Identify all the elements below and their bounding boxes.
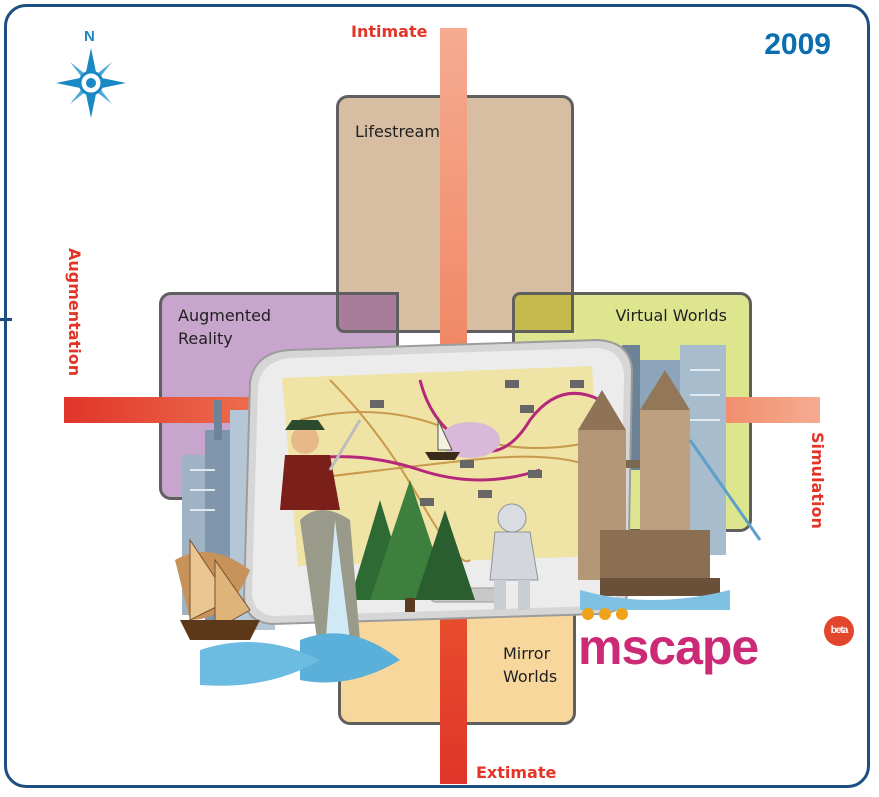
logo-beta-badge: beta (824, 616, 854, 646)
axis-horizontal-right-bar (708, 397, 820, 423)
compass-rose-icon (56, 48, 126, 118)
diagram-frame (4, 4, 870, 788)
sailing-ship (175, 538, 260, 640)
year-label: 2009 (764, 28, 831, 61)
logo-dots-icon (582, 608, 628, 620)
overlap-lifestreams-augmented (336, 292, 399, 333)
region-label-virtual-worlds: Virtual Worlds (615, 306, 727, 325)
axis-label-simulation: Simulation (808, 432, 827, 529)
waterfall (200, 510, 400, 686)
tower-bridge (578, 370, 762, 610)
axis-label-intimate: Intimate (351, 22, 428, 41)
region-label-lifestreams: Lifestreams (355, 122, 449, 141)
logo-text: mscape (578, 619, 759, 675)
overlap-lifestreams-virtual (512, 292, 574, 333)
axis-label-augmentation: Augmentation (65, 248, 84, 377)
frame-tick (0, 318, 12, 321)
region-label-augmented-reality: Augmented Reality (178, 306, 272, 349)
forest-trees (350, 480, 475, 612)
pirate-figure (280, 419, 362, 510)
spacesuit-figure (489, 503, 539, 610)
mscape-logo: mscape beta (578, 608, 854, 675)
axis-label-extimate: Extimate (476, 763, 557, 782)
region-label-mirror-worlds: Mirror Worlds (503, 644, 558, 687)
compass-north-label: N (84, 28, 95, 45)
